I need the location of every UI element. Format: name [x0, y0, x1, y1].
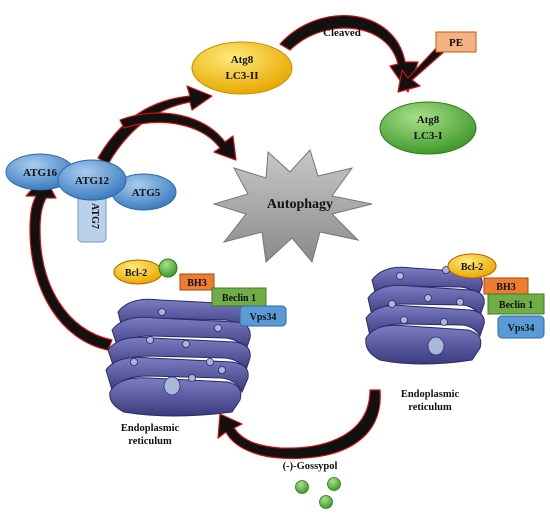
er-left: Endoplasmic reticulum — [105, 298, 251, 447]
atg12-oval — [57, 159, 127, 201]
gossypol-dot — [319, 495, 333, 509]
arrows-layer — [25, 15, 447, 460]
er-right-cisternae — [365, 266, 485, 365]
gossypol-group: (-)-Gossypol — [283, 461, 341, 509]
atg5-label: ATG5 — [132, 187, 161, 199]
gossypol-dot — [295, 480, 309, 494]
right-protein-complex: Bcl-2 BH3 Beclin 1 Vps34 — [447, 253, 545, 339]
bcl2-left-label: Bcl-2 — [125, 268, 147, 279]
beclin1-left-label: Beclin 1 — [222, 293, 256, 304]
atg12-label: ATG12 — [75, 175, 110, 187]
bcl2-right-oval — [447, 253, 497, 279]
er-right-label-line1: Endoplasmic — [401, 389, 460, 400]
bh3-left-label: BH3 — [187, 278, 206, 289]
pe-node: PE — [435, 31, 477, 53]
er-left-label-line1: Endoplasmic — [121, 423, 180, 434]
vps34-left-box — [239, 305, 287, 327]
atg8-lc3-ii-node: Atg8 LC3-II — [191, 41, 293, 95]
bcl2-left-partner-dot — [158, 258, 178, 278]
vps34-right-box — [497, 315, 545, 339]
er-right-vesicles — [388, 266, 464, 356]
gossypol-label: (-)-Gossypol — [283, 461, 338, 472]
er-left-cisternae — [105, 298, 251, 417]
burst-shape — [212, 149, 373, 264]
gossypol-dot — [327, 477, 341, 491]
gossypol-arc-arrow — [217, 389, 381, 460]
atg8-lc3-ii-oval — [191, 41, 293, 95]
atg8-lc3-i-oval — [379, 101, 477, 155]
er-left-label-line2: reticulum — [128, 436, 172, 447]
left-protein-complex: Bcl-2 BH3 Beclin 1 Vps34 — [113, 258, 287, 327]
autophagy-arc-arrow — [119, 112, 237, 161]
pe-box — [435, 31, 477, 53]
atg16-label: ATG16 — [23, 167, 58, 179]
beclin1-right-box — [487, 293, 545, 315]
pe-arrow — [397, 43, 447, 93]
lc3-i-label: LC3-I — [414, 130, 443, 142]
cleavage-arrow — [279, 15, 419, 93]
er-right-label-line2: reticulum — [408, 402, 452, 413]
atg8-top-label: Atg8 — [231, 54, 254, 66]
pe-label: PE — [449, 37, 463, 49]
beclin1-right-label: Beclin 1 — [499, 300, 533, 311]
bh3-left-box — [179, 273, 215, 291]
atg-complex: ATG7 ATG16 ATG5 ATG12 — [5, 153, 177, 243]
er-left-vesicles — [130, 308, 226, 396]
er-right: Endoplasmic reticulum — [365, 266, 485, 413]
vps34-right-label: Vps34 — [508, 323, 535, 334]
bcl2-right-label: Bcl-2 — [461, 262, 483, 273]
atg8-lc3-i-node: Atg8 LC3-I — [379, 101, 477, 155]
atg7-label: ATG7 — [89, 203, 100, 229]
autophagy-label: Autophagy — [267, 197, 333, 212]
beclin1-left-box — [211, 287, 267, 307]
bh3-right-label: BH3 — [496, 282, 515, 293]
lc3-ii-label: LC3-II — [225, 70, 258, 82]
autophagy-burst: Autophagy — [212, 149, 373, 264]
atg8-right-label: Atg8 — [417, 114, 440, 126]
vps34-left-label: Vps34 — [250, 312, 277, 323]
cleaved-label: Cleaved — [323, 27, 361, 39]
